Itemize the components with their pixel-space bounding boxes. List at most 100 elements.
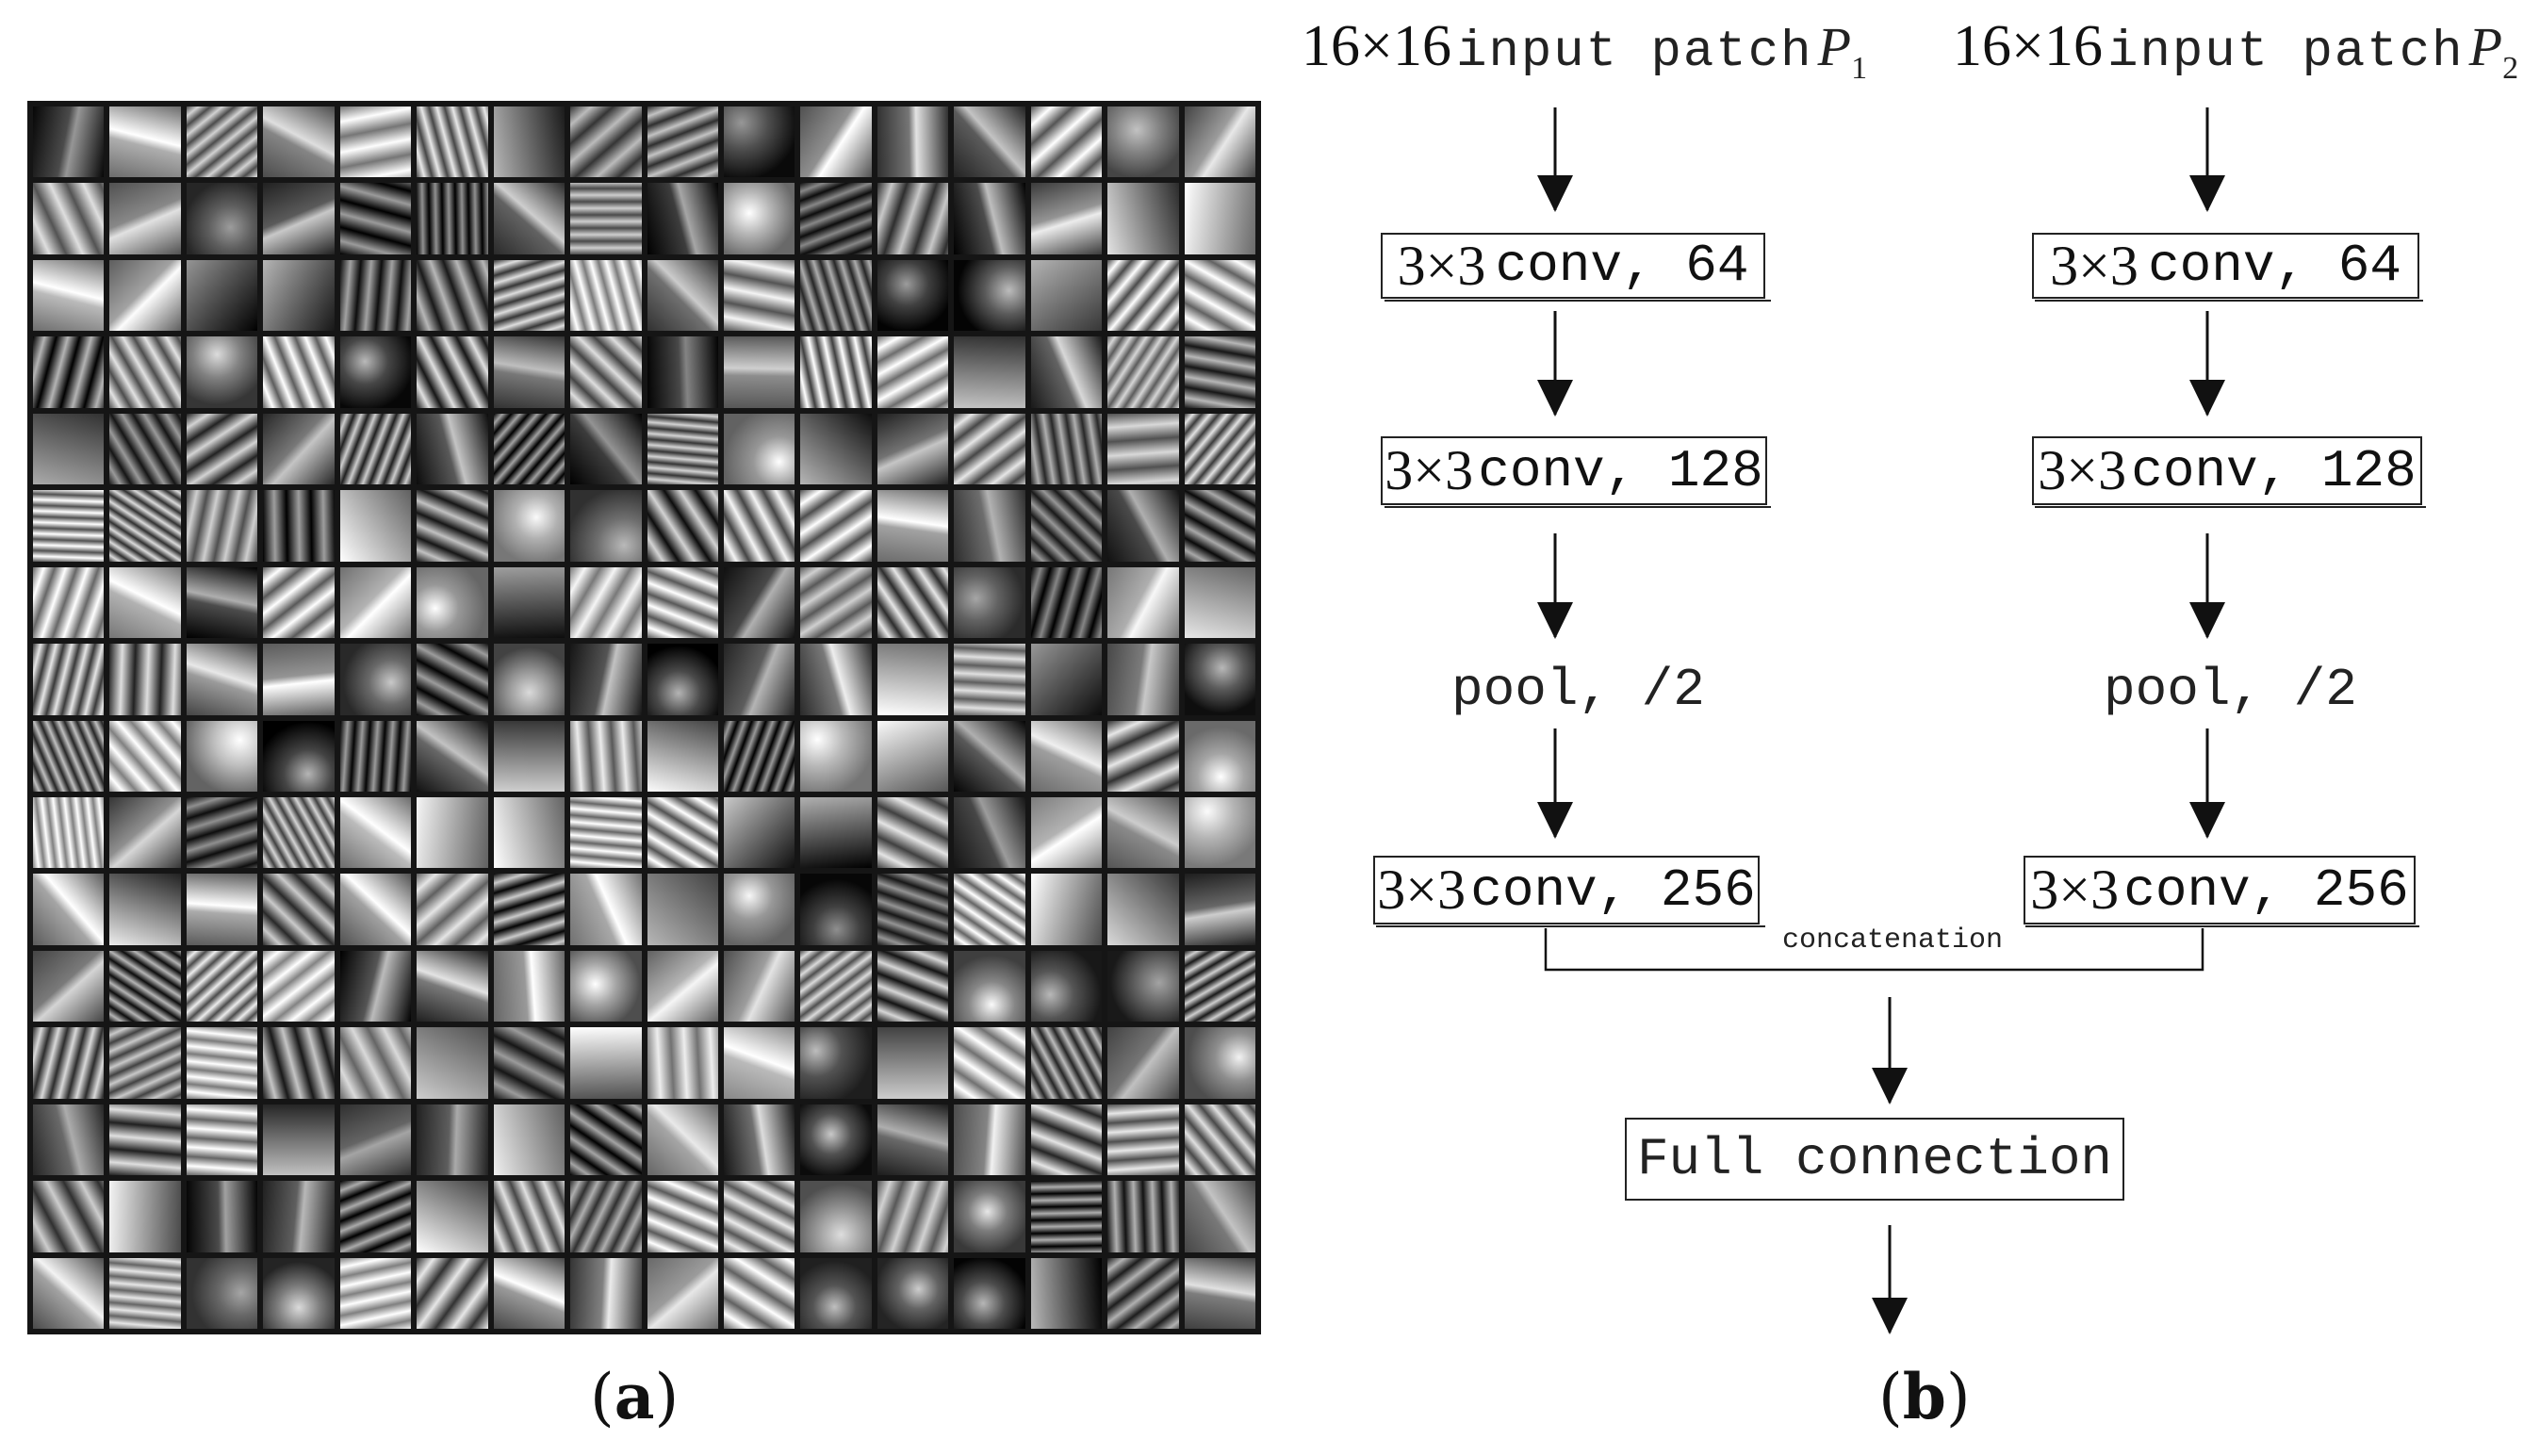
filter-patch	[800, 644, 872, 715]
arrowhead	[2189, 175, 2225, 212]
input-patch-p2-label: 16×16 input patch P2	[1953, 14, 2519, 86]
filter-patch	[800, 259, 872, 332]
filter-patch	[877, 259, 949, 332]
filter-patch	[647, 183, 718, 254]
filter-patch	[417, 336, 488, 408]
filter-patch	[33, 336, 105, 408]
filter-patch	[647, 1104, 718, 1176]
filter-patch	[339, 950, 412, 1022]
filter-patch	[877, 566, 949, 639]
filter-patch	[647, 106, 718, 178]
filter-patch	[1107, 413, 1179, 485]
filter-patch	[723, 1104, 795, 1176]
arrowhead	[1537, 802, 1573, 839]
filter-patch	[33, 1181, 105, 1252]
filter-patch	[109, 1027, 181, 1099]
filter-patch	[723, 796, 795, 869]
filter-patch	[417, 796, 488, 869]
filter-patch	[1184, 644, 1255, 715]
filter-patch	[1107, 874, 1179, 945]
filter-patch	[800, 874, 872, 945]
filter-patch	[800, 336, 872, 408]
filter-patch	[1030, 259, 1103, 332]
filter-patch	[1107, 1257, 1179, 1329]
filter-patch	[647, 413, 718, 485]
filter-patch	[1107, 259, 1179, 332]
arrowhead	[2189, 380, 2225, 417]
filter-patch	[1107, 566, 1179, 639]
filter-patch	[186, 1257, 258, 1329]
filter-patch	[33, 183, 105, 254]
filter-patch	[800, 566, 872, 639]
filter-patch	[954, 1104, 1025, 1176]
filter-patch	[877, 796, 949, 869]
filter-patch	[417, 106, 488, 178]
filter-patch	[339, 796, 412, 869]
filter-patch	[263, 106, 335, 178]
filter-patch	[33, 796, 105, 869]
filter-patch	[723, 644, 795, 715]
filter-patch	[493, 413, 565, 485]
filter-patch	[1184, 490, 1255, 562]
filter-patch	[723, 259, 795, 332]
filter-patch	[493, 1027, 565, 1099]
filter-patch	[877, 183, 949, 254]
filter-patch	[186, 874, 258, 945]
filter-patch	[109, 1257, 181, 1329]
filter-patch	[723, 1181, 795, 1252]
filter-patch	[339, 566, 412, 639]
filter-patch	[1030, 490, 1103, 562]
filter-patch	[1030, 1181, 1103, 1252]
filter-patch	[723, 1027, 795, 1099]
filter-patch	[1030, 106, 1103, 178]
filter-patch	[877, 336, 949, 408]
filter-patch	[954, 183, 1025, 254]
filter-patch	[1184, 796, 1255, 869]
filter-patch	[954, 874, 1025, 945]
filter-patch	[800, 490, 872, 562]
filter-patch	[263, 566, 335, 639]
filter-patch	[263, 413, 335, 485]
filter-patch	[877, 413, 949, 485]
filter-patch	[263, 644, 335, 715]
filter-patch	[800, 1027, 872, 1099]
filter-patch	[723, 106, 795, 178]
filter-patch	[877, 1181, 949, 1252]
filter-patch	[570, 106, 642, 178]
filter-patch	[723, 413, 795, 485]
filter-patch	[493, 1104, 565, 1176]
concatenation-bracket	[1544, 928, 2204, 972]
filter-patch	[647, 259, 718, 332]
filter-patch	[186, 183, 258, 254]
filter-patch	[493, 336, 565, 408]
filter-patch	[263, 1257, 335, 1329]
filter-patch	[109, 336, 181, 408]
left-pool-label: pool, /2	[1451, 660, 1705, 720]
arrowhead	[2189, 602, 2225, 639]
filter-patch	[647, 644, 718, 715]
filter-patch	[109, 106, 181, 178]
filter-patch	[800, 1257, 872, 1329]
filter-patch	[800, 1181, 872, 1252]
input-patch-p1-label: 16×16 input patch P1	[1302, 14, 1868, 86]
arrowhead	[1537, 175, 1573, 212]
filter-patch	[33, 566, 105, 639]
filter-patch	[1184, 183, 1255, 254]
filter-patch	[1030, 1104, 1103, 1176]
filter-patch	[417, 1181, 488, 1252]
filter-patch	[339, 490, 412, 562]
filter-grid	[27, 101, 1261, 1334]
filter-patch	[493, 1257, 565, 1329]
filter-patch	[109, 566, 181, 639]
panel-b-label: (b)	[1878, 1360, 1971, 1433]
filter-patch	[263, 874, 335, 945]
filter-patch	[647, 874, 718, 945]
filter-patch	[570, 720, 642, 792]
filter-patch	[877, 1104, 949, 1176]
filter-patch	[339, 1104, 412, 1176]
filter-patch	[186, 720, 258, 792]
filter-patch	[1030, 183, 1103, 254]
filter-patch	[339, 413, 412, 485]
filter-patch	[1030, 796, 1103, 869]
filter-patch	[570, 874, 642, 945]
